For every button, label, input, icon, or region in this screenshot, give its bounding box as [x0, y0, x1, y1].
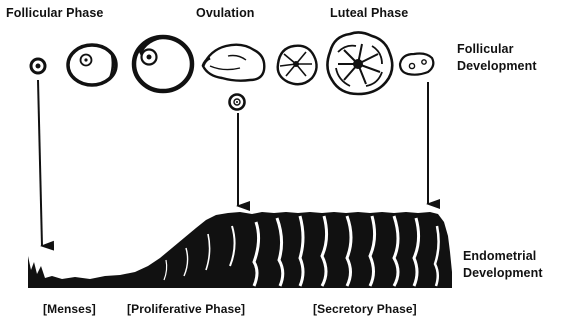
arrow-follicular-to-menses: [38, 80, 42, 246]
primary-follicle-icon: [68, 45, 116, 85]
early-corpus-luteum-icon: [278, 46, 317, 85]
primordial-follicle-icon: [31, 59, 45, 73]
antral-follicle-icon: [134, 37, 192, 91]
endometrial-lining-graphic: [28, 212, 452, 288]
corpus-albicans-icon: [400, 54, 433, 75]
corpus-luteum-icon: [327, 32, 392, 94]
ruptured-follicle-icon: [203, 45, 264, 81]
released-ovum-icon: [230, 95, 245, 110]
